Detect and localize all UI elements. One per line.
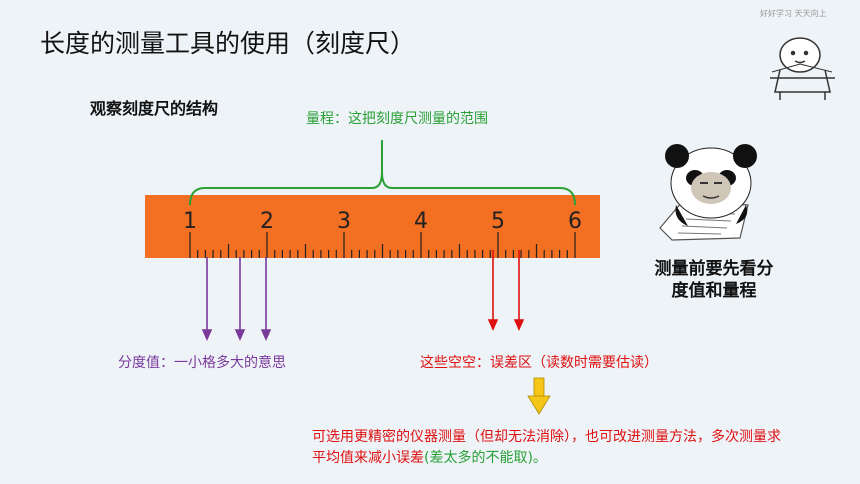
panda-caption-line-2: 度值和量程 <box>671 281 757 301</box>
ruler-number: 5 <box>491 209 505 234</box>
note-aside-text: (差太多的不能取)。 <box>424 450 547 466</box>
ruler-number: 6 <box>568 209 582 234</box>
page-title: 长度的测量工具的使用（刻度尺） <box>40 29 416 58</box>
section-subtitle: 观察刻度尺的结构 <box>90 99 219 118</box>
division-value-label: 分度值：一小格多大的意思 <box>118 355 286 371</box>
corner-text: 好好学习 天天向上 <box>760 9 827 18</box>
ruler-number: 2 <box>260 209 274 234</box>
error-arrows <box>487 250 525 331</box>
panda-caption: 测量前要先看分 度值和量程 <box>634 258 794 302</box>
error-zone-label: 这些空空：误差区（读数时需要估读） <box>420 355 658 371</box>
ruler-number: 1 <box>183 209 197 234</box>
range-label: 量程：这把刻度尺测量的范围 <box>306 111 488 127</box>
panda-meme-icon <box>659 144 757 241</box>
ruler-ticks <box>189 232 576 258</box>
ruler-number: 3 <box>337 209 351 234</box>
ruler-number: 4 <box>414 209 428 234</box>
ruler-numbers: 1 2 3 4 5 6 <box>183 209 582 234</box>
ruler-body <box>145 195 600 258</box>
range-brace <box>189 140 576 206</box>
panda-caption-line-1: 测量前要先看分 <box>654 259 774 279</box>
note-main-text: 可选用更精密的仪器测量（但却无法消除），也可改进测量方法，多次测量求平均值来减小… <box>312 429 781 466</box>
cartoon-student-icon <box>770 37 835 100</box>
down-arrow-icon <box>527 377 551 415</box>
error-reduction-note: 可选用更精密的仪器测量（但却无法消除），也可改进测量方法，多次测量求平均值来减小… <box>312 427 782 469</box>
division-arrows <box>201 257 272 341</box>
